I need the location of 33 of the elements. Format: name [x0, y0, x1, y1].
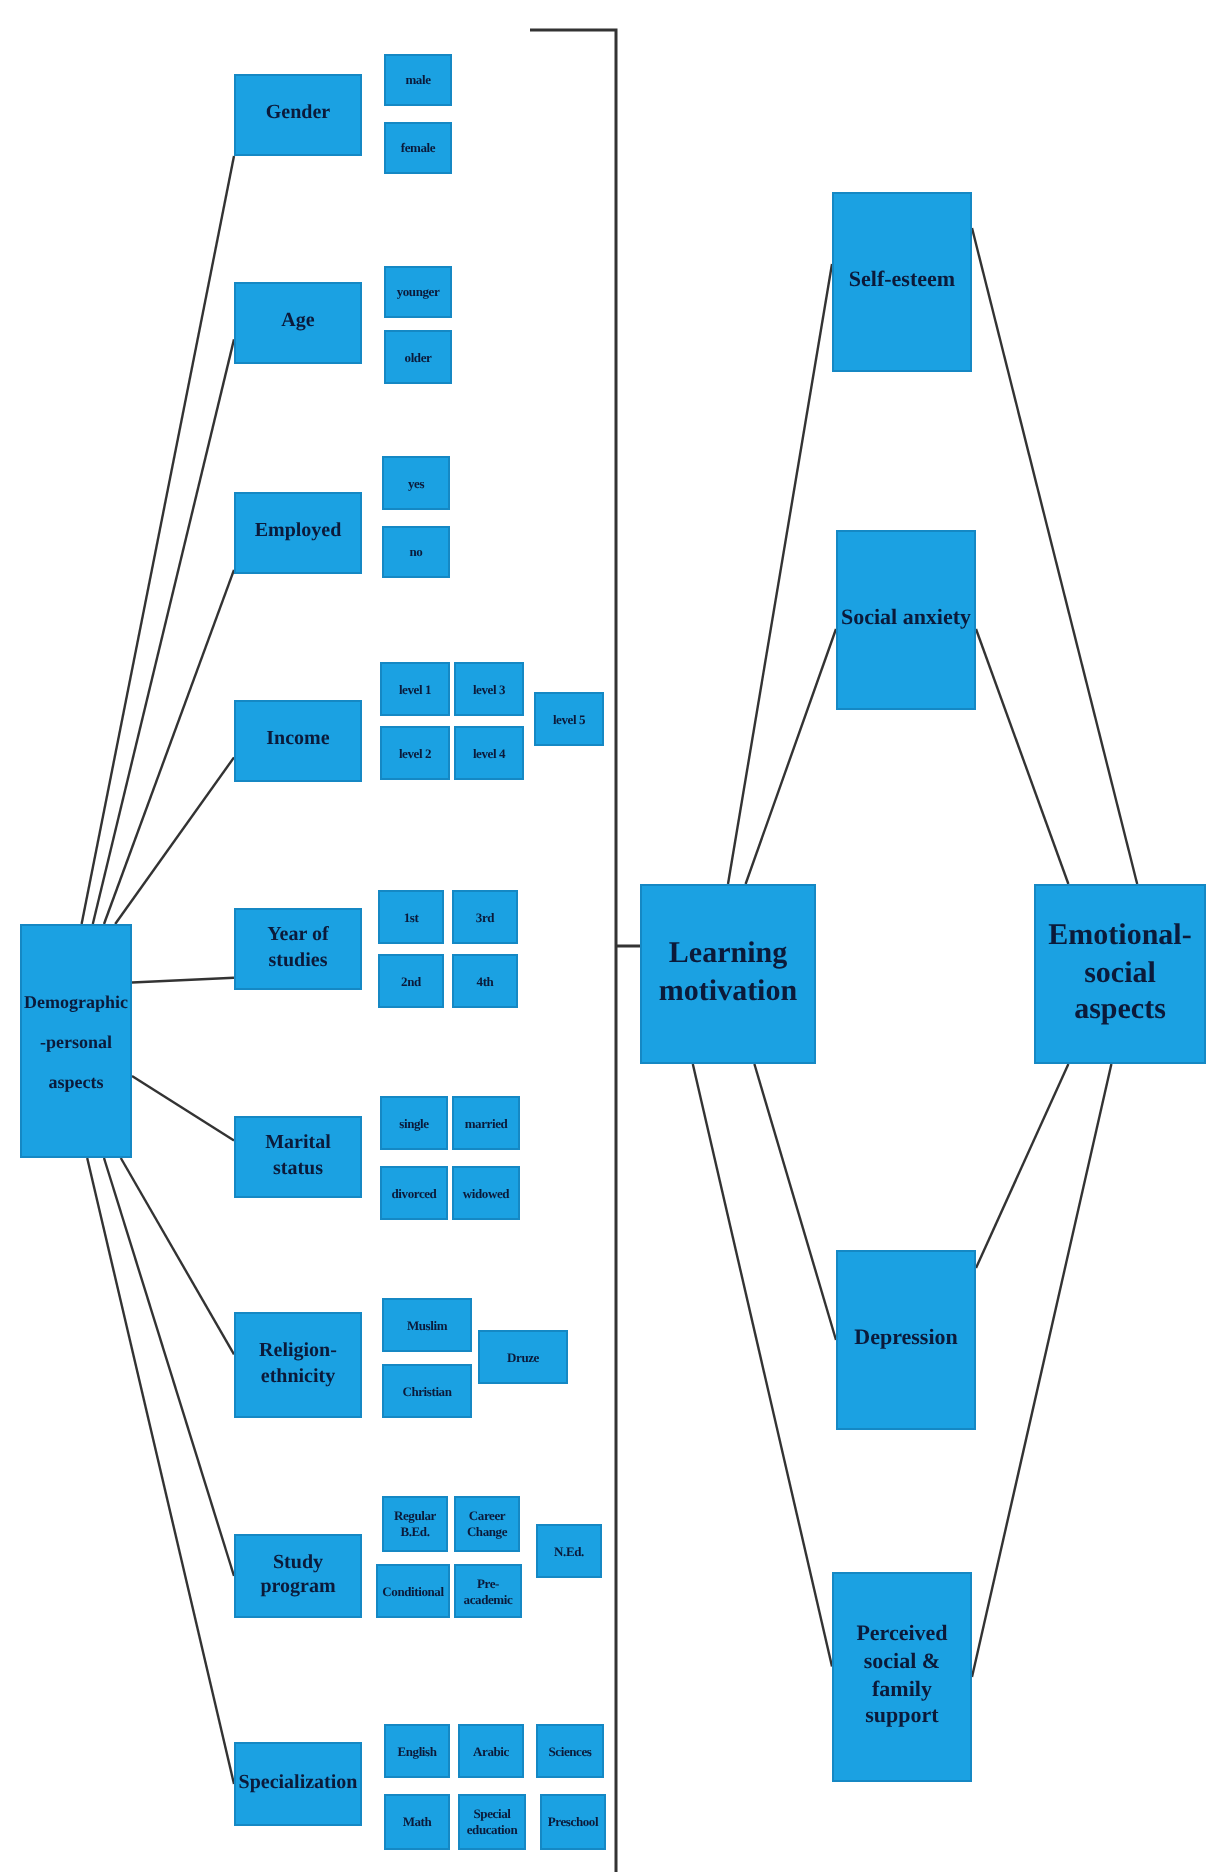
- connector-line: [691, 1063, 834, 1667]
- connector-line: [102, 1157, 236, 1577]
- category-box: Marital status: [234, 1116, 362, 1198]
- category-box: Study program: [234, 1534, 362, 1618]
- connector-line: [974, 1063, 1070, 1269]
- connector-line: [970, 227, 1139, 885]
- construct-box: Learning motivation: [640, 884, 816, 1064]
- connector-line: [102, 569, 236, 925]
- connector-line: [86, 1157, 236, 1785]
- mediator-box: Depression: [836, 1250, 976, 1430]
- connector-line: [726, 263, 834, 885]
- category-box: Year of studies: [234, 908, 362, 990]
- construct-box: Emotional-social aspects: [1034, 884, 1206, 1064]
- mediator-box: Self-esteem: [832, 192, 972, 372]
- connector-line: [119, 1157, 236, 1355]
- category-box: Gender: [234, 74, 362, 156]
- root-box: Demographic-personal aspects: [20, 924, 132, 1158]
- connector-line: [131, 976, 235, 984]
- category-box: Employed: [234, 492, 362, 574]
- mediator-box: Social anxiety: [836, 530, 976, 710]
- category-box: Religion-ethnicity: [234, 1312, 362, 1418]
- category-box: Specialization: [234, 1742, 362, 1826]
- connector-line: [114, 756, 235, 925]
- connector-line: [753, 1063, 838, 1341]
- mediator-box: Perceived social & family support: [832, 1572, 972, 1782]
- connector-line: [744, 628, 838, 885]
- category-box: Income: [234, 700, 362, 782]
- connector-line: [974, 628, 1070, 885]
- connector-line: [970, 1063, 1113, 1678]
- connector-line: [131, 1075, 235, 1142]
- connector-line: [80, 155, 236, 925]
- connector-line: [91, 339, 236, 925]
- category-box: Age: [234, 282, 362, 364]
